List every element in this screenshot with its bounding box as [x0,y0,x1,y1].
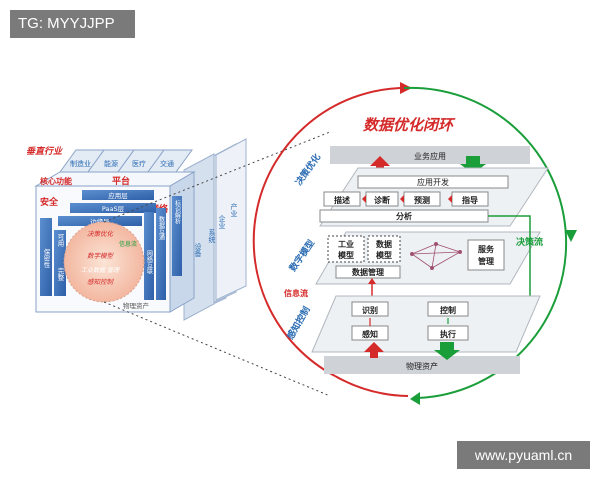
perception-label: 感知控制 [284,304,312,341]
loop-title: 数据优化闭环 [363,116,456,134]
loop-arc-red-lower [334,375,409,397]
right-column [172,196,182,276]
network-graph [410,242,462,270]
app-layer-bar [82,190,154,200]
stack-label: 企业 [218,214,226,229]
loop-arc-green [403,86,568,399]
circle-item: 感知控制 [87,278,115,286]
circle-item: 工业数据 管理 [81,266,120,274]
right-column [144,212,154,300]
data-model-line2: 模型 [376,250,392,260]
sense-label: 感知 [362,329,378,339]
stack-label: 设备 [194,242,202,258]
predict-label: 预测 [414,195,430,205]
security-label: 安全 [40,196,59,208]
down-arrow-green [460,156,486,174]
circle-side-label: 信息流 [119,240,137,248]
edge-label: 边缘层 [90,217,110,226]
decision-opt-label: 决策优化 [293,151,323,187]
right-column [156,208,166,300]
diagnose-label: 诊断 [374,195,390,205]
paas-bar [70,203,156,213]
info-flow-label: 信息流 [284,288,308,298]
guide-label: 指导 [462,195,478,205]
physical-assets-label: 物理资产 [406,361,438,371]
physical-assets-bar [324,356,520,374]
left-column [54,230,66,296]
stack-label: 系统 [208,228,216,244]
digital-model-label: 数字模型 [287,237,317,273]
tab-label: 能源 [104,159,118,168]
tab-label: 制造业 [70,159,91,168]
loop-arc-red-upper [252,87,401,377]
edge-bar [58,216,142,226]
tab-label: 交通 [160,159,174,168]
describe-label: 描述 [334,195,350,205]
up-arrow-red [370,156,390,174]
app-layer-label: 应用层 [108,191,128,200]
connector-line [103,131,331,223]
green-arrowhead [410,392,420,405]
industrial-model-box [327,235,365,263]
core-title: 核心功能 [40,176,72,186]
execute-label: 执行 [440,329,456,339]
right-col-label: 网络互联 [146,250,153,275]
stack-label: 产业 [230,202,238,217]
paas-label: PaaS层 [102,205,125,213]
industrial-model-line1: 工业 [338,239,354,249]
left-col-label: 可用 [56,233,64,248]
control-label: 控制 [440,305,456,315]
flow-arrow [400,195,404,203]
platform-label: 平台 [112,175,130,187]
corner-label: 垂直行业 [26,146,63,157]
down-arrow-green-bottom [434,342,460,360]
data-model-line1: 数据 [376,239,392,249]
app-dev-box [357,175,509,189]
connector-line [103,301,331,397]
left-col-label: 完整 [56,266,64,281]
circle-item: 决策优化 [87,230,115,238]
flow-arrow [448,195,452,203]
data-model-box [367,235,401,263]
green-arrowhead-side [565,230,577,242]
cube-bottom-label: 物理资产 [123,301,150,310]
loop-diagram: 数据优化闭环 业务应用 决策优化 应用开发 描述 诊断 预测 指导 分析 数字模… [252,82,577,405]
flow-arrow [362,195,366,203]
identify-label: 识别 [362,305,378,315]
service-mgmt-line1: 服务 [478,244,495,254]
circle-item: 数字模型 [87,252,115,260]
describe-box [323,191,361,207]
execute-box [427,325,469,341]
left-cube: 制造业 能源 医疗 交通 垂直行业 核心功能 平台 安全 网络 应用层 PaaS… [26,138,247,321]
control-box [427,301,469,317]
left-column [40,218,52,296]
tab-label: 医疗 [132,159,146,168]
service-mgmt-box [467,239,505,271]
business-app-label: 业务应用 [414,151,446,161]
stack-sheet [215,138,247,301]
data-mgmt-label: 数据管理 [352,267,384,277]
info-flow-arrowhead [368,278,376,284]
right-col-label: 数据互通 [158,215,165,241]
top-watermark-tag: TG: MYYJJPP [10,10,135,38]
industrial-model-line2: 模型 [338,250,354,260]
service-mgmt-line2: 管理 [478,256,494,266]
left-col-label: 保密性 [42,247,50,269]
analysis-label: 分析 [396,211,412,221]
identify-box [351,301,389,317]
up-arrow-red-bottom [364,342,384,358]
right-col-label: 标识解析 [174,199,181,225]
data-mgmt-box [335,265,401,279]
perception-plane [311,295,541,353]
bottom-watermark-tag: www.pyuaml.cn [457,441,590,469]
app-dev-label: 应用开发 [417,177,449,187]
